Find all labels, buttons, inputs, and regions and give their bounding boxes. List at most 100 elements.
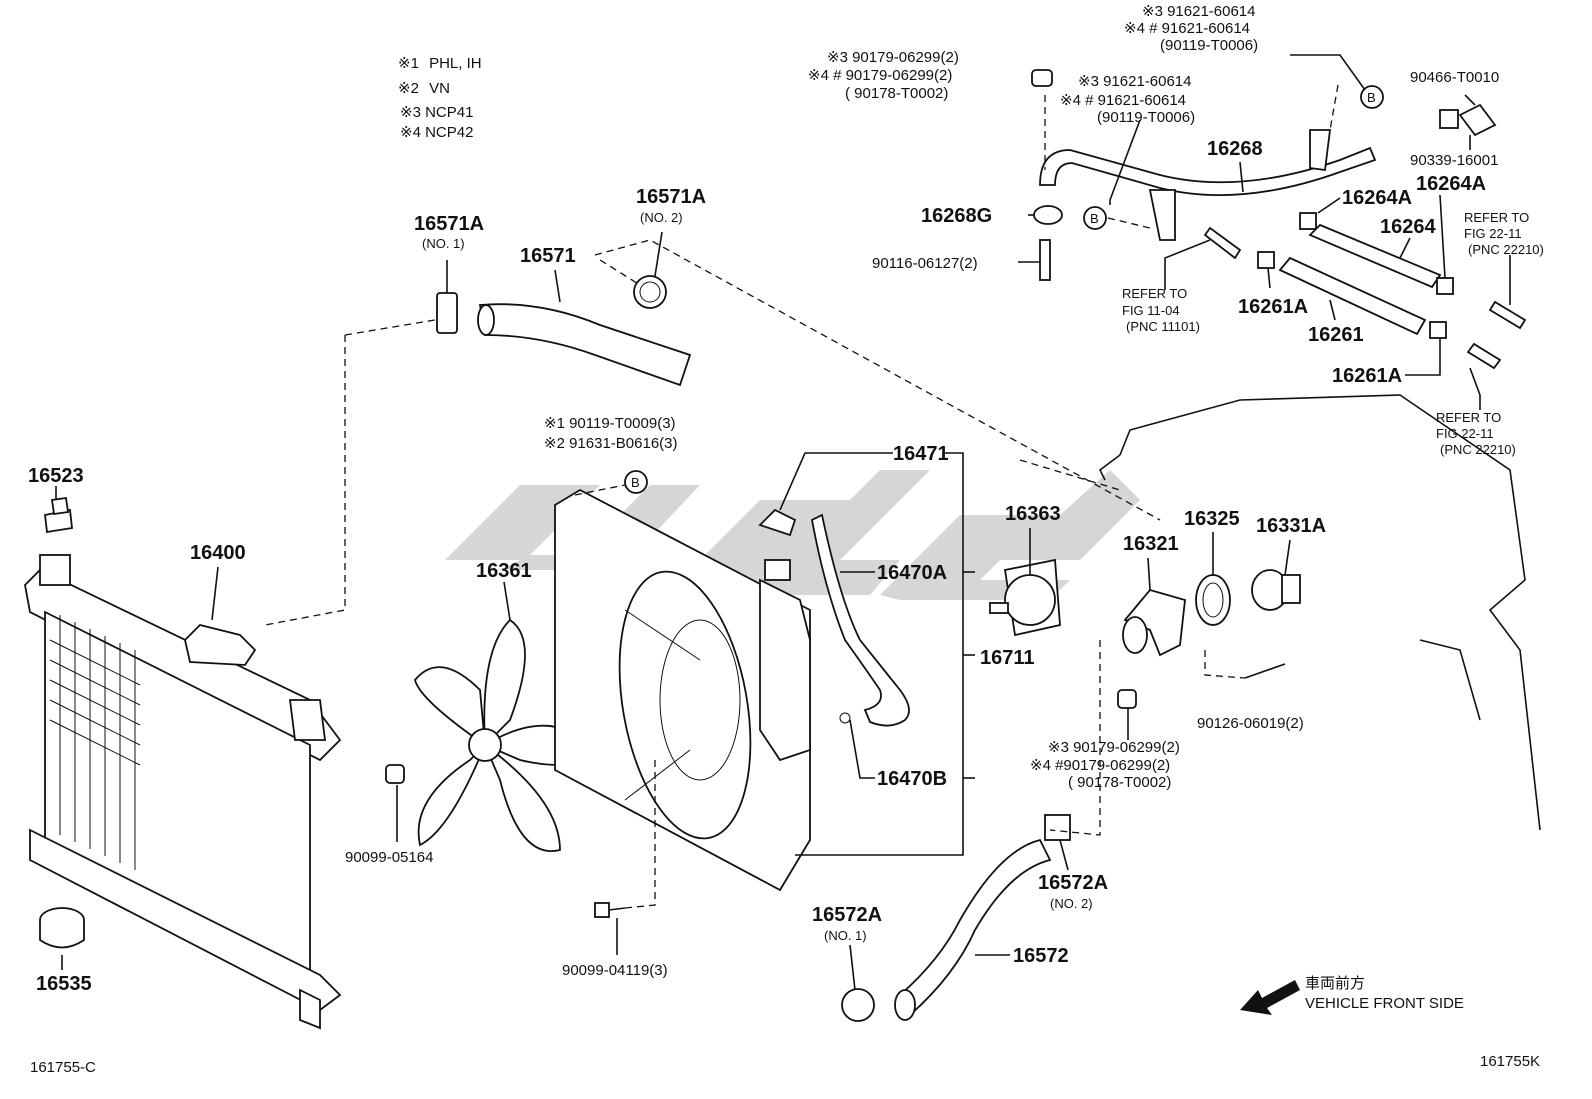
lower-hose-16572 xyxy=(894,838,1052,1021)
label-ref3-line1: REFER TO xyxy=(1436,410,1501,425)
label-90099-04119: 90099-04119(3) xyxy=(562,962,668,979)
note-4: ※4 NCP42 xyxy=(400,124,473,141)
marker-b-text: B xyxy=(1367,90,1376,105)
label-16572A-no1: 16572A xyxy=(812,904,882,926)
label-top-b-line3: ( 90178-T0002) xyxy=(845,85,948,102)
dashed-guide-lines xyxy=(264,84,1339,909)
bolt-90099-04119-icon xyxy=(594,902,626,918)
fan-motor-16363 xyxy=(989,558,1061,637)
label-90116-06127: 90116-06127(2) xyxy=(872,255,978,272)
label-top-a-line1: ※3 91621-60614 xyxy=(1142,3,1256,20)
label-b1-line1: ※1 90119-T0009(3) xyxy=(544,415,676,432)
note-2: ※2 VN xyxy=(398,80,450,97)
legend-notes: ※1 PHL, IH ※2 VN ※3 NCP41 ※4 NCP42 xyxy=(398,55,482,141)
clamp-16261A-1-icon xyxy=(1257,251,1275,269)
fan-shroud-16711 xyxy=(554,488,811,892)
label-16268: 16268 xyxy=(1207,138,1263,160)
clamp-16261A-2-icon xyxy=(1429,321,1447,339)
label-top-b-line1: ※3 90179-06299(2) xyxy=(827,49,959,66)
nut-90179-06299-upper-icon xyxy=(1031,69,1053,87)
label-90099-05164: 90099-05164 xyxy=(345,849,433,866)
label-top-a-line2: ※4 # 91621-60614 xyxy=(1124,20,1250,37)
label-16470A: 16470A xyxy=(877,562,947,584)
label-front-jp: 車両前方 xyxy=(1305,975,1365,992)
gasket-16268G-icon xyxy=(1033,205,1063,225)
clamp-16264A-1-icon xyxy=(1299,212,1317,230)
note-1: ※1 PHL, IH xyxy=(398,55,482,72)
label-front-en: VEHICLE FRONT SIDE xyxy=(1305,995,1464,1012)
radiator-mount-16535-icon xyxy=(39,907,85,949)
label-16572A-no2-sub: (NO. 2) xyxy=(1050,896,1093,911)
label-16535: 16535 xyxy=(36,973,92,995)
label-16361: 16361 xyxy=(476,560,532,582)
marker-b-text: B xyxy=(631,475,640,490)
marker-b-top: B xyxy=(1360,85,1384,109)
label-top-c-line3: (90119-T0006) xyxy=(1097,109,1195,126)
label-16264A-1: 16264A xyxy=(1342,187,1412,209)
pipe-stub-right-1 xyxy=(1488,300,1527,330)
engine-outline xyxy=(1098,394,1541,831)
hose-clamp-16571A-no1-icon xyxy=(436,292,458,334)
marker-b-fan: B xyxy=(624,470,648,494)
note-3: ※3 NCP41 xyxy=(400,104,473,121)
label-16261: 16261 xyxy=(1308,324,1364,346)
label-ref1-line1: REFER TO xyxy=(1122,286,1187,301)
radiator-16400 xyxy=(24,554,342,1030)
hose-clamp-16572A-no2-icon xyxy=(1044,814,1071,841)
label-16268G: 16268G xyxy=(921,205,992,227)
label-90126-06019: 90126-06019(2) xyxy=(1197,715,1304,732)
label-ref2-line1: REFER TO xyxy=(1464,210,1529,225)
label-16264: 16264 xyxy=(1380,216,1436,238)
reservoir-16470A xyxy=(759,559,811,762)
label-top-b-line2: ※4 # 90179-06299(2) xyxy=(808,67,952,84)
label-16321: 16321 xyxy=(1123,533,1179,555)
clip-16470B-icon xyxy=(839,712,851,724)
label-top-a-line3: (90119-T0006) xyxy=(1160,37,1258,54)
label-16261A-2: 16261A xyxy=(1332,365,1402,387)
label-16325: 16325 xyxy=(1184,508,1240,530)
label-code-left: 161755-C xyxy=(30,1059,96,1076)
water-pipe-16268 xyxy=(1039,129,1377,241)
label-16400: 16400 xyxy=(190,542,246,564)
label-16264A-2: 16264A xyxy=(1416,173,1486,195)
thermostat-housing-16321 xyxy=(1122,588,1186,657)
pipe-stub-right-2 xyxy=(1466,342,1502,370)
leader-lines xyxy=(55,54,1511,991)
reservoir-hose-16470A xyxy=(810,513,910,727)
label-16571: 16571 xyxy=(520,245,576,267)
upper-hose-16571 xyxy=(477,303,692,387)
gasket-16325-icon xyxy=(1195,574,1231,626)
label-16571A-no2-sub: (NO. 2) xyxy=(640,210,683,225)
label-90339-16001: 90339-16001 xyxy=(1410,152,1498,169)
marker-b-pipe: B xyxy=(1083,206,1107,230)
hose-16261 xyxy=(1278,256,1427,336)
label-16523: 16523 xyxy=(28,465,84,487)
label-n2-line1: ※3 90179-06299(2) xyxy=(1048,739,1180,756)
label-ref3-line2: FIG 22-11 xyxy=(1436,426,1494,441)
label-16471: 16471 xyxy=(893,443,949,465)
label-ref3-line3: (PNC 22210) xyxy=(1440,442,1516,457)
clamp-90466-T0010-icon xyxy=(1439,103,1497,137)
pipe-stub-left xyxy=(1203,226,1242,260)
stud-90126-06019-icon xyxy=(1244,663,1286,679)
label-16470B: 16470B xyxy=(877,768,947,790)
label-code-right: 161755K xyxy=(1480,1053,1540,1070)
thermostat-16331A-icon xyxy=(1251,569,1301,611)
label-top-c-line1: ※3 91621-60614 xyxy=(1078,73,1192,90)
nut-90099-05164-icon xyxy=(385,764,405,784)
label-top-c-line2: ※4 # 91621-60614 xyxy=(1060,92,1186,109)
radiator-cap-16523-icon xyxy=(44,496,73,534)
label-90466-T0010: 90466-T0010 xyxy=(1410,69,1499,86)
label-16572A-no1-sub: (NO. 1) xyxy=(824,928,867,943)
hose-clamp-16572A-no1-icon xyxy=(841,988,875,1022)
label-ref1-line3: (PNC 11101) xyxy=(1126,319,1200,334)
label-ref2-line2: FIG 22-11 xyxy=(1464,226,1522,241)
label-16572: 16572 xyxy=(1013,945,1069,967)
part-labels: 16523 16400 16535 16571A (NO. 1) 16571A … xyxy=(28,3,1544,1076)
clamp-16264A-2-icon xyxy=(1436,277,1454,295)
label-16261A-1: 16261A xyxy=(1238,296,1308,318)
label-n2-line2: ※4 #90179-06299(2) xyxy=(1030,757,1170,774)
hose-clamp-16571A-no2-icon xyxy=(633,275,667,309)
